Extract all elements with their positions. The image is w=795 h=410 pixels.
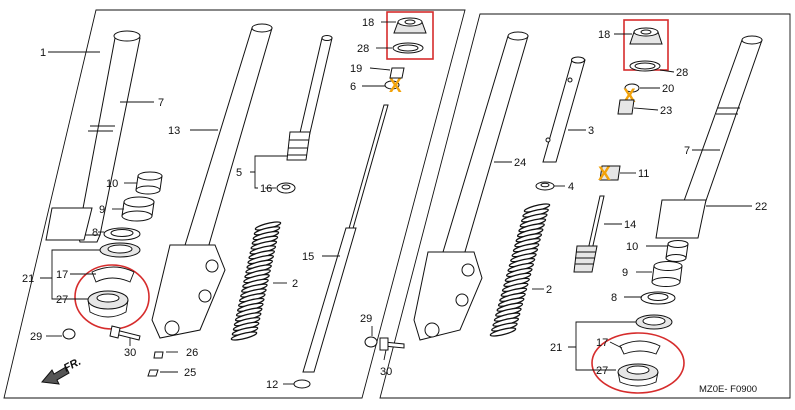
bolt-30-left (109, 325, 141, 341)
label-7-right: 7 (684, 145, 690, 157)
label-17-left: 17 (56, 269, 68, 281)
label-27-left: 27 (56, 294, 68, 306)
label-29-right: 29 (360, 313, 372, 325)
long-rod-left (302, 104, 389, 373)
cross-mark-right: X (598, 164, 611, 185)
o-ring-28-right (629, 60, 661, 72)
label-25-left: 25 (184, 367, 196, 379)
fork-cap-18-right (629, 27, 663, 45)
label-17-right: 17 (596, 337, 608, 349)
right-panel-frame (379, 13, 791, 399)
nut-20-right (624, 83, 640, 93)
label-8-right: 8 (611, 292, 617, 304)
label-6-left: 6 (350, 81, 356, 93)
label-1-left: 1 (40, 47, 46, 59)
nut-19-left (389, 67, 405, 79)
label-5-left: 5 (236, 167, 242, 179)
dust-seal-27-left (87, 290, 129, 318)
part-6-left (384, 80, 400, 90)
bushing-10-left (135, 171, 163, 195)
outer-fork-tube-left (45, 30, 141, 243)
outer-fork-tube-right (655, 35, 763, 239)
label-14-right: 14 (624, 219, 636, 231)
label-18-right: 18 (598, 29, 610, 41)
label-20-right: 20 (662, 83, 674, 95)
front-direction-arrow: FR. (41, 356, 83, 385)
part-11-right (599, 165, 621, 181)
label-9-right: 9 (622, 267, 628, 279)
screw-26-left (153, 351, 164, 359)
label-13-left: 13 (168, 125, 180, 137)
label-4-right: 4 (568, 181, 574, 193)
label-27-right: 27 (596, 365, 608, 377)
label-23-right: 23 (660, 105, 672, 117)
spring-left (230, 221, 282, 341)
clip-17-right (619, 340, 661, 355)
fork-cap-18-left (393, 17, 427, 34)
label-21-right: 21 (550, 342, 562, 354)
label-3-right: 3 (588, 125, 594, 137)
damper-rod-left (286, 35, 333, 161)
bolt-30-right (379, 337, 405, 351)
label-24-right: 24 (514, 157, 526, 169)
label-9-left: 9 (99, 204, 105, 216)
label-10-right: 10 (626, 241, 638, 253)
label-29-left: 29 (30, 331, 42, 343)
rod-end-12-left (293, 379, 311, 389)
label-28-left: 28 (357, 43, 369, 55)
fork-slider-left (151, 23, 273, 339)
diagram-code: MZ0E- F0900 (699, 384, 757, 395)
front-direction-label: FR. (62, 356, 83, 375)
cross-mark-left: X (389, 76, 402, 97)
label-10-left: 10 (106, 178, 118, 190)
rod-14-right (573, 195, 605, 273)
fork-cap-highlight-left (386, 11, 434, 60)
seal-21-right (635, 314, 673, 330)
label-2-left: 2 (292, 278, 298, 290)
left-panel-frame (3, 9, 466, 399)
bushing-9-left (121, 196, 155, 222)
seal-8-left (103, 227, 141, 241)
bushing-9-right (651, 261, 683, 287)
label-22-right: 22 (755, 201, 767, 213)
label-2-right: 2 (546, 284, 552, 296)
label-30-right: 30 (380, 366, 392, 378)
label-8-left: 8 (92, 227, 98, 239)
spring-right (489, 203, 551, 337)
seal-21-left (99, 242, 141, 258)
screw-25-left (147, 369, 159, 377)
label-30-left: 30 (124, 347, 136, 359)
washer-4-right (535, 181, 555, 191)
label-15-left: 15 (302, 251, 314, 263)
label-21-left: 21 (22, 273, 34, 285)
damper-rod-right (542, 56, 586, 163)
fork-slider-right (413, 31, 529, 341)
spring-coil (489, 327, 517, 337)
label-12-left: 12 (266, 379, 278, 391)
label-7-left: 7 (158, 97, 164, 109)
bolt-29-right (364, 336, 378, 348)
label-19-left: 19 (350, 63, 362, 75)
seal-8-right (640, 291, 676, 305)
dust-seal-27-right (617, 363, 659, 387)
label-28-right: 28 (676, 67, 688, 79)
label-18-left: 18 (362, 17, 374, 29)
bolt-29-left (62, 328, 76, 340)
collar-23-right (617, 99, 635, 115)
bushing-10-right (665, 240, 689, 262)
washer-16-left (276, 182, 296, 194)
label-26-left: 26 (186, 347, 198, 359)
spring-coil (230, 331, 258, 341)
leader-lines-right (371, 33, 752, 371)
leader-lines-left (40, 21, 396, 385)
label-16-left: 16 (260, 183, 272, 195)
label-11-right: 11 (638, 168, 649, 180)
clip-seal-highlight-right (591, 332, 685, 394)
clip-17-left (91, 266, 135, 283)
o-ring-28-left (392, 42, 424, 54)
